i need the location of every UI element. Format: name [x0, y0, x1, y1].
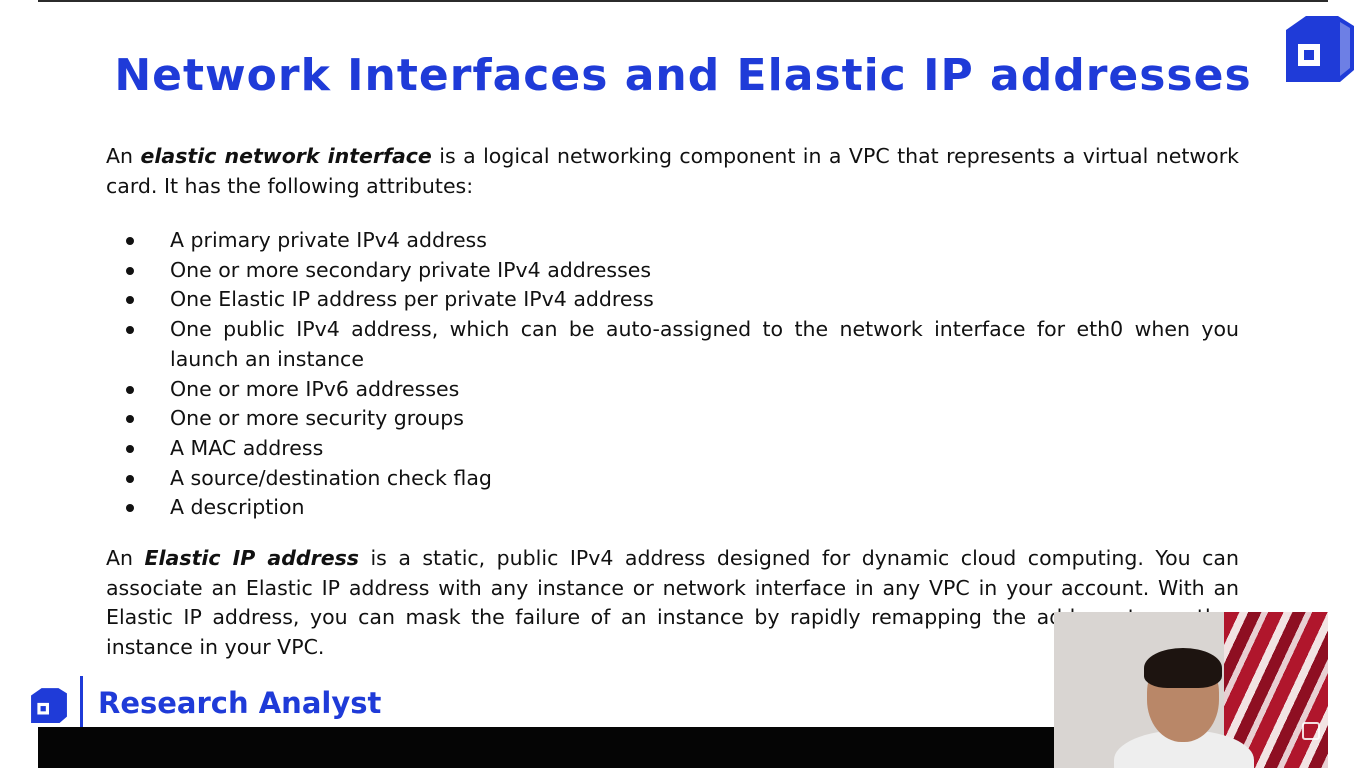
- list-item: One or more security groups: [106, 404, 1239, 434]
- list-item: A primary private IPv4 address: [106, 226, 1239, 256]
- eip-term: Elastic IP address: [144, 546, 360, 570]
- eip-rest: is a static, public IPv4 address designe…: [106, 546, 1239, 660]
- list-item: A MAC address: [106, 434, 1239, 464]
- fullscreen-icon[interactable]: [1302, 722, 1320, 740]
- list-item: One Elastic IP address per private IPv4 …: [106, 285, 1239, 315]
- presenter-hair: [1144, 648, 1222, 688]
- brand-divider: [80, 676, 83, 734]
- eip-lead: An: [106, 546, 145, 570]
- list-item: A description: [106, 493, 1239, 523]
- eip-paragraph: An Elastic IP address is a static, publi…: [106, 544, 1239, 663]
- brand-name: Research Analyst: [98, 686, 382, 720]
- intro-term: elastic network interface: [140, 144, 432, 168]
- list-item: One or more secondary private IPv4 addre…: [106, 256, 1239, 286]
- list-item: One or more IPv6 addresses: [106, 375, 1239, 405]
- top-divider: [38, 0, 1328, 2]
- brand-logo-icon: [31, 688, 67, 723]
- list-item: One public IPv4 address, which can be au…: [106, 315, 1239, 374]
- webcam-overlay: [1054, 612, 1328, 768]
- bottom-bar: [38, 727, 1058, 768]
- intro-lead: An: [106, 144, 141, 168]
- intro-paragraph: An elastic network interface is a logica…: [106, 142, 1239, 201]
- slide-title: Network Interfaces and Elastic IP addres…: [114, 50, 1252, 101]
- attribute-list: A primary private IPv4 address One or mo…: [106, 226, 1239, 523]
- brand-logo-icon: [1286, 16, 1354, 82]
- list-item: A source/destination check flag: [106, 464, 1239, 494]
- brand-footer: Research Analyst: [30, 676, 410, 734]
- intro-rest: is a logical networking component in a V…: [106, 144, 1240, 198]
